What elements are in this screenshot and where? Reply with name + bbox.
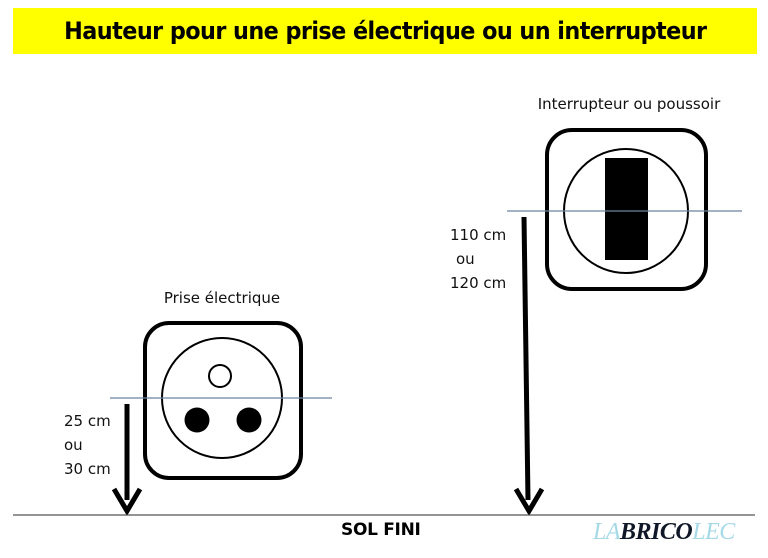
- logo-part-brico: BRICO: [620, 519, 693, 545]
- switch-height-arrow: [513, 216, 545, 516]
- outlet-icon: [143, 321, 303, 480]
- logo-part-lec: LEC: [692, 519, 735, 545]
- switch-height-value-2: 120 cm: [450, 274, 507, 292]
- page-title: Hauteur pour une prise électrique ou un …: [63, 17, 707, 45]
- outlet-hole-left: [184, 407, 210, 433]
- logo-part-la: LA: [593, 519, 621, 545]
- switch-rocker: [605, 158, 648, 260]
- switch-icon: [545, 128, 708, 291]
- outlet-height-value-2: 30 cm: [64, 460, 111, 478]
- outlet-height-arrow: [111, 404, 143, 516]
- outlet-plate: [143, 321, 303, 480]
- outlet-height-or: ou: [64, 436, 83, 454]
- outlet-height-value-1: 25 cm: [64, 412, 111, 430]
- switch-label: Interrupteur ou poussoir: [537, 95, 721, 113]
- outlet-label: Prise électrique: [163, 289, 281, 307]
- outlet-ground-pin: [208, 364, 232, 388]
- switch-height-value-1: 110 cm: [450, 226, 507, 244]
- brand-logo: LABRICOLEC: [593, 519, 735, 546]
- floor-label: SOL FINI: [341, 520, 421, 540]
- outlet-hole-right: [236, 407, 262, 433]
- switch-height-or: ou: [456, 250, 475, 268]
- title-banner: Hauteur pour une prise électrique ou un …: [13, 8, 757, 54]
- switch-plate: [545, 128, 708, 291]
